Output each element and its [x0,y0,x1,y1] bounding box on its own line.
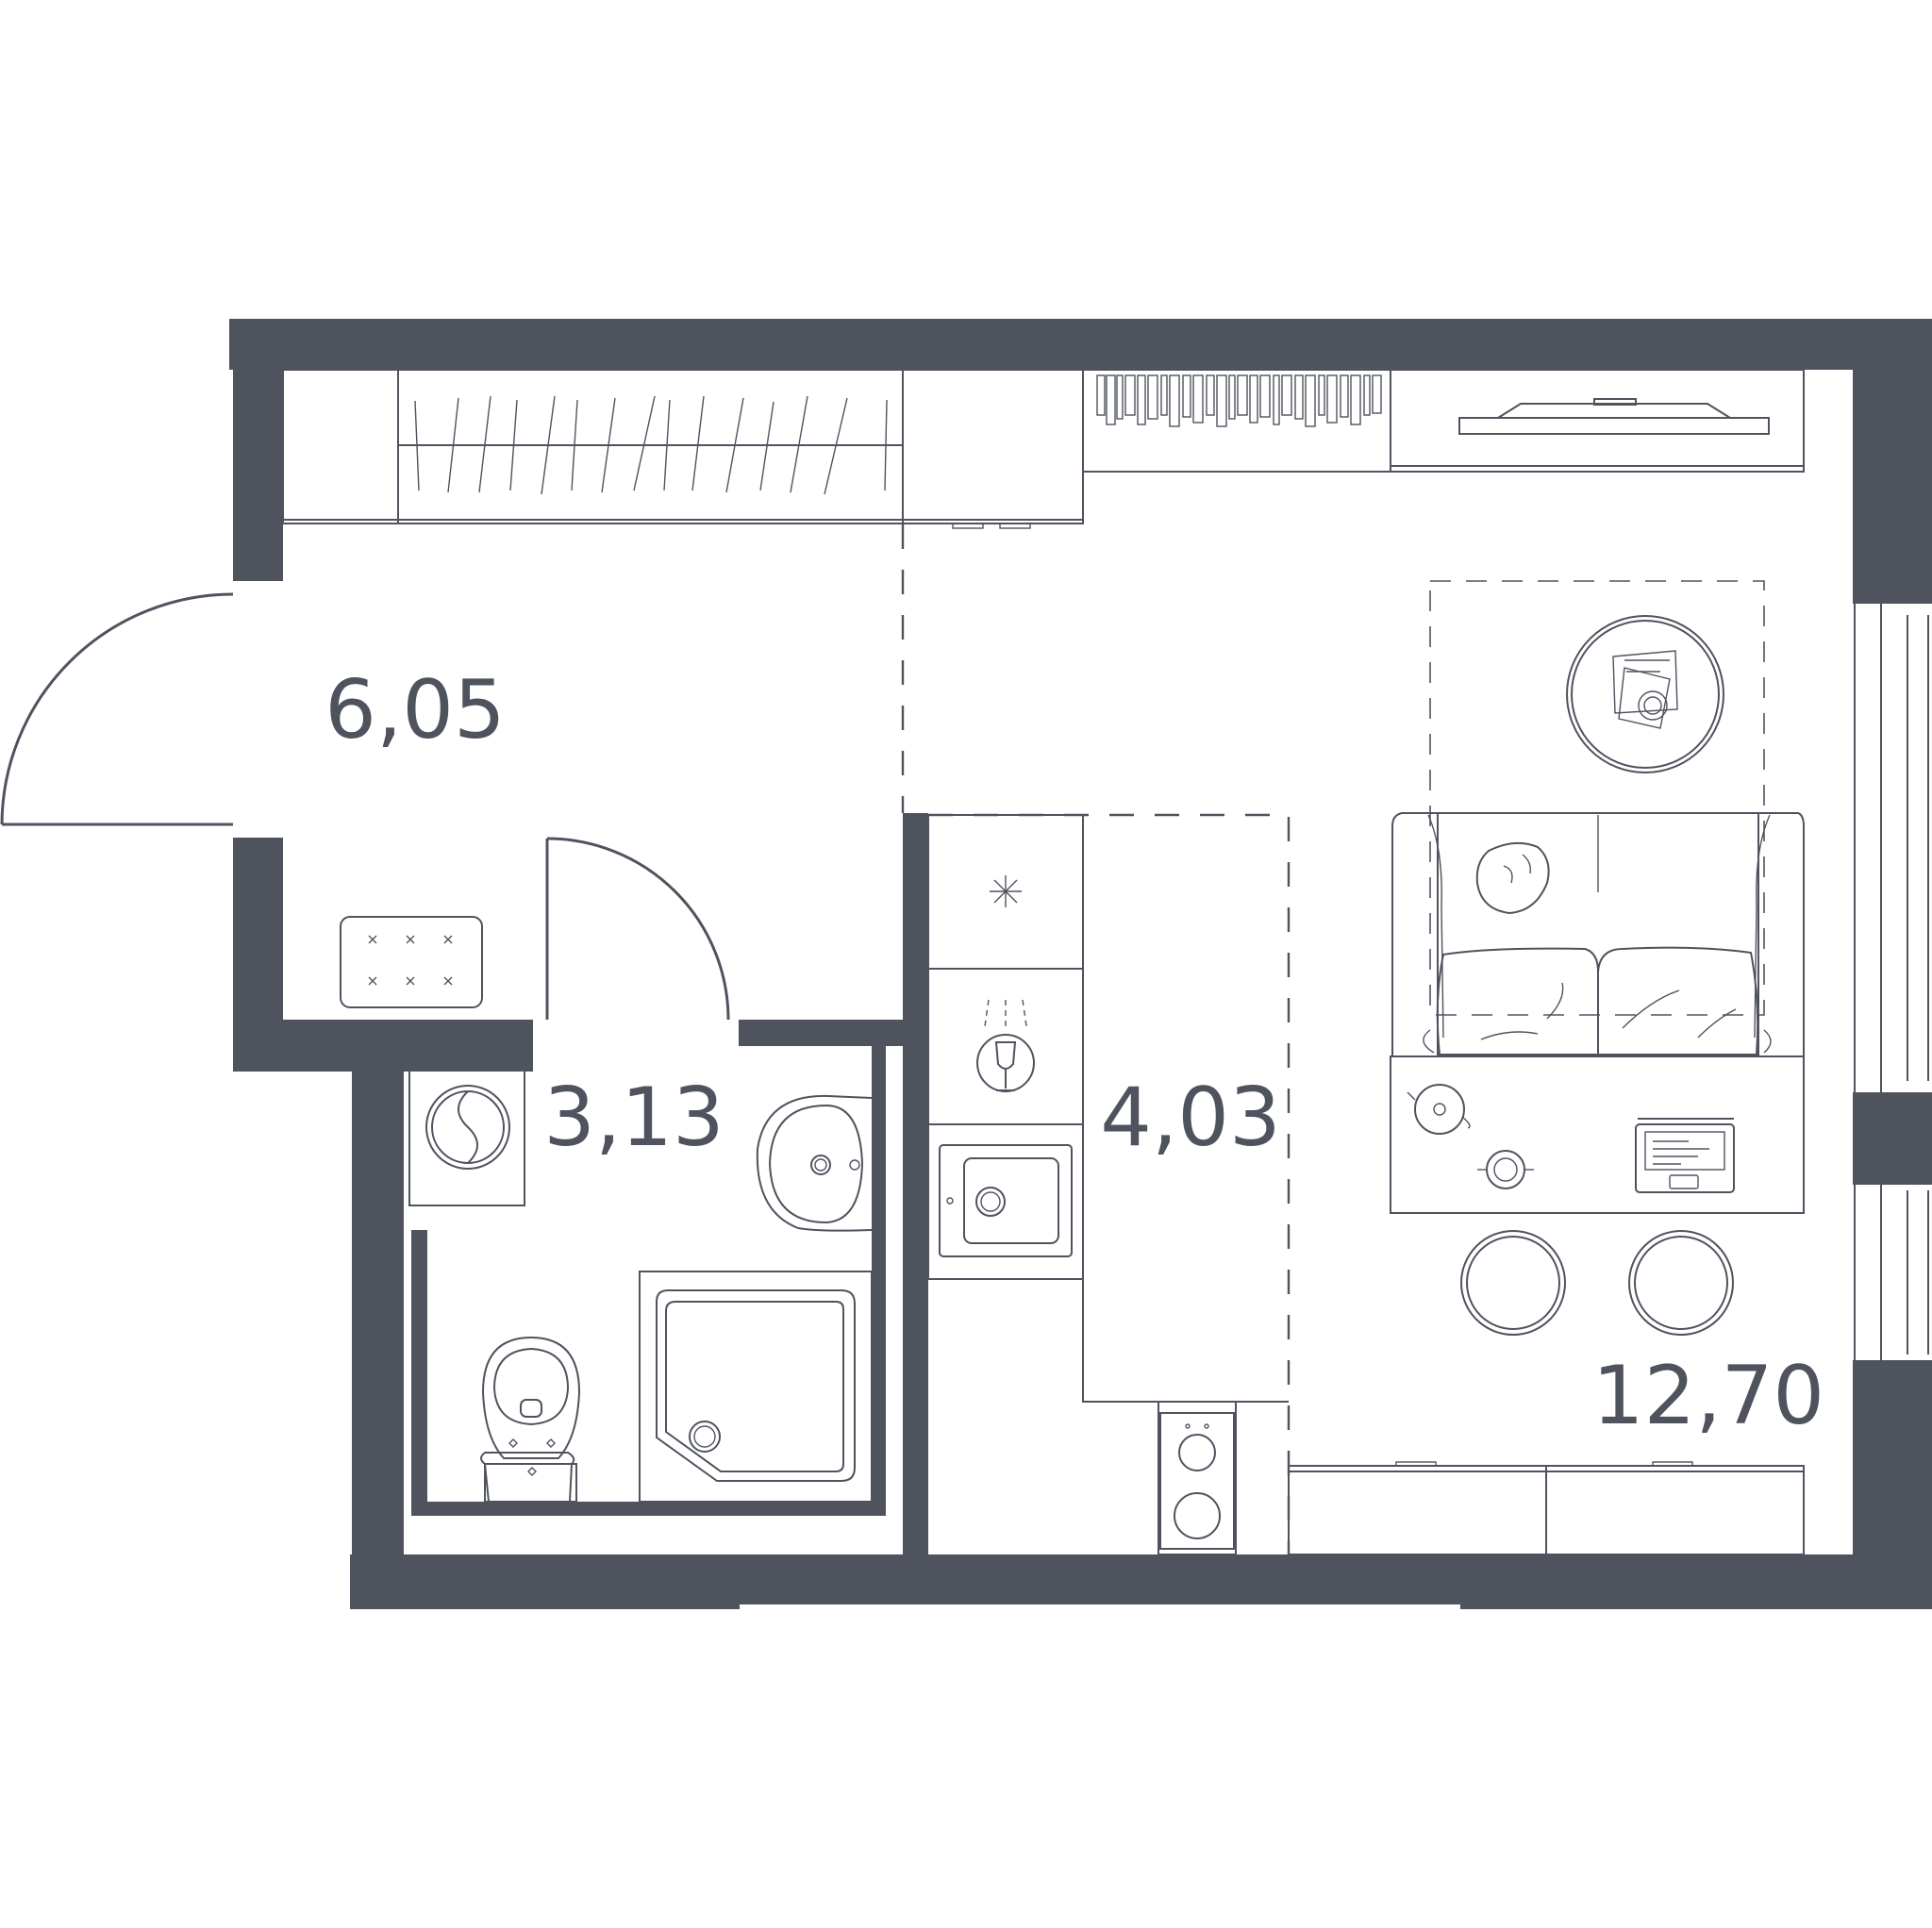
stove-icon [1158,1401,1237,1555]
bookshelf [1082,369,1391,473]
walls [229,319,1932,1609]
room-area-hallway: 6,05 [325,663,505,757]
window-lower [1853,1185,1932,1360]
stool-icon-left [1460,1230,1566,1336]
sofa-icon [1391,812,1805,1057]
fridge-icon [990,875,1022,907]
laptop-icon [1635,1118,1735,1193]
dishwasher-icon [976,999,1035,1092]
dining-table [1390,1055,1805,1214]
toilet-icon [480,1336,581,1503]
wall-bath-inner-bottom [411,1502,886,1516]
wall-right-lower [1853,1360,1932,1609]
wall-bath-inner-left [411,1230,427,1515]
hangers [414,395,888,495]
coffee-table-icon [1566,615,1724,773]
wall-bottom-mid [740,1554,1460,1604]
wall-right-upper [1853,319,1932,604]
pillow [1475,841,1550,915]
washing-machine-icon [408,1050,525,1206]
cup-icon [1477,1150,1534,1189]
teapot-icon [1407,1084,1471,1135]
entry-door [0,592,234,826]
low-cabinet [1288,1461,1805,1555]
sink-icon [939,1144,1073,1257]
wardrobe-icon [282,369,1084,529]
wall-bath-left [352,1020,404,1609]
room-area-bathroom: 3,13 [543,1071,724,1165]
wall-bath-inner-right [872,1045,886,1514]
room-area-living: 12,70 [1592,1349,1824,1443]
tv-icon [1390,369,1805,473]
wall-hall-bottom-right [739,1020,903,1046]
windows [1853,604,1932,1360]
room-area-kitchen: 4,03 [1100,1071,1280,1165]
wall-right-pier [1853,1092,1932,1185]
window-upper [1853,604,1932,1092]
bathroom-door [545,837,730,1021]
wall-top [229,319,1932,370]
shower-tray-icon [639,1271,873,1503]
wall-partition [903,813,928,1562]
stool-icon-right [1628,1230,1734,1336]
bathroom-sink-icon [756,1094,873,1232]
wall-bottom-left [350,1554,740,1609]
wall-left-upper [233,319,283,581]
shoe-bench-icon [340,916,483,1008]
